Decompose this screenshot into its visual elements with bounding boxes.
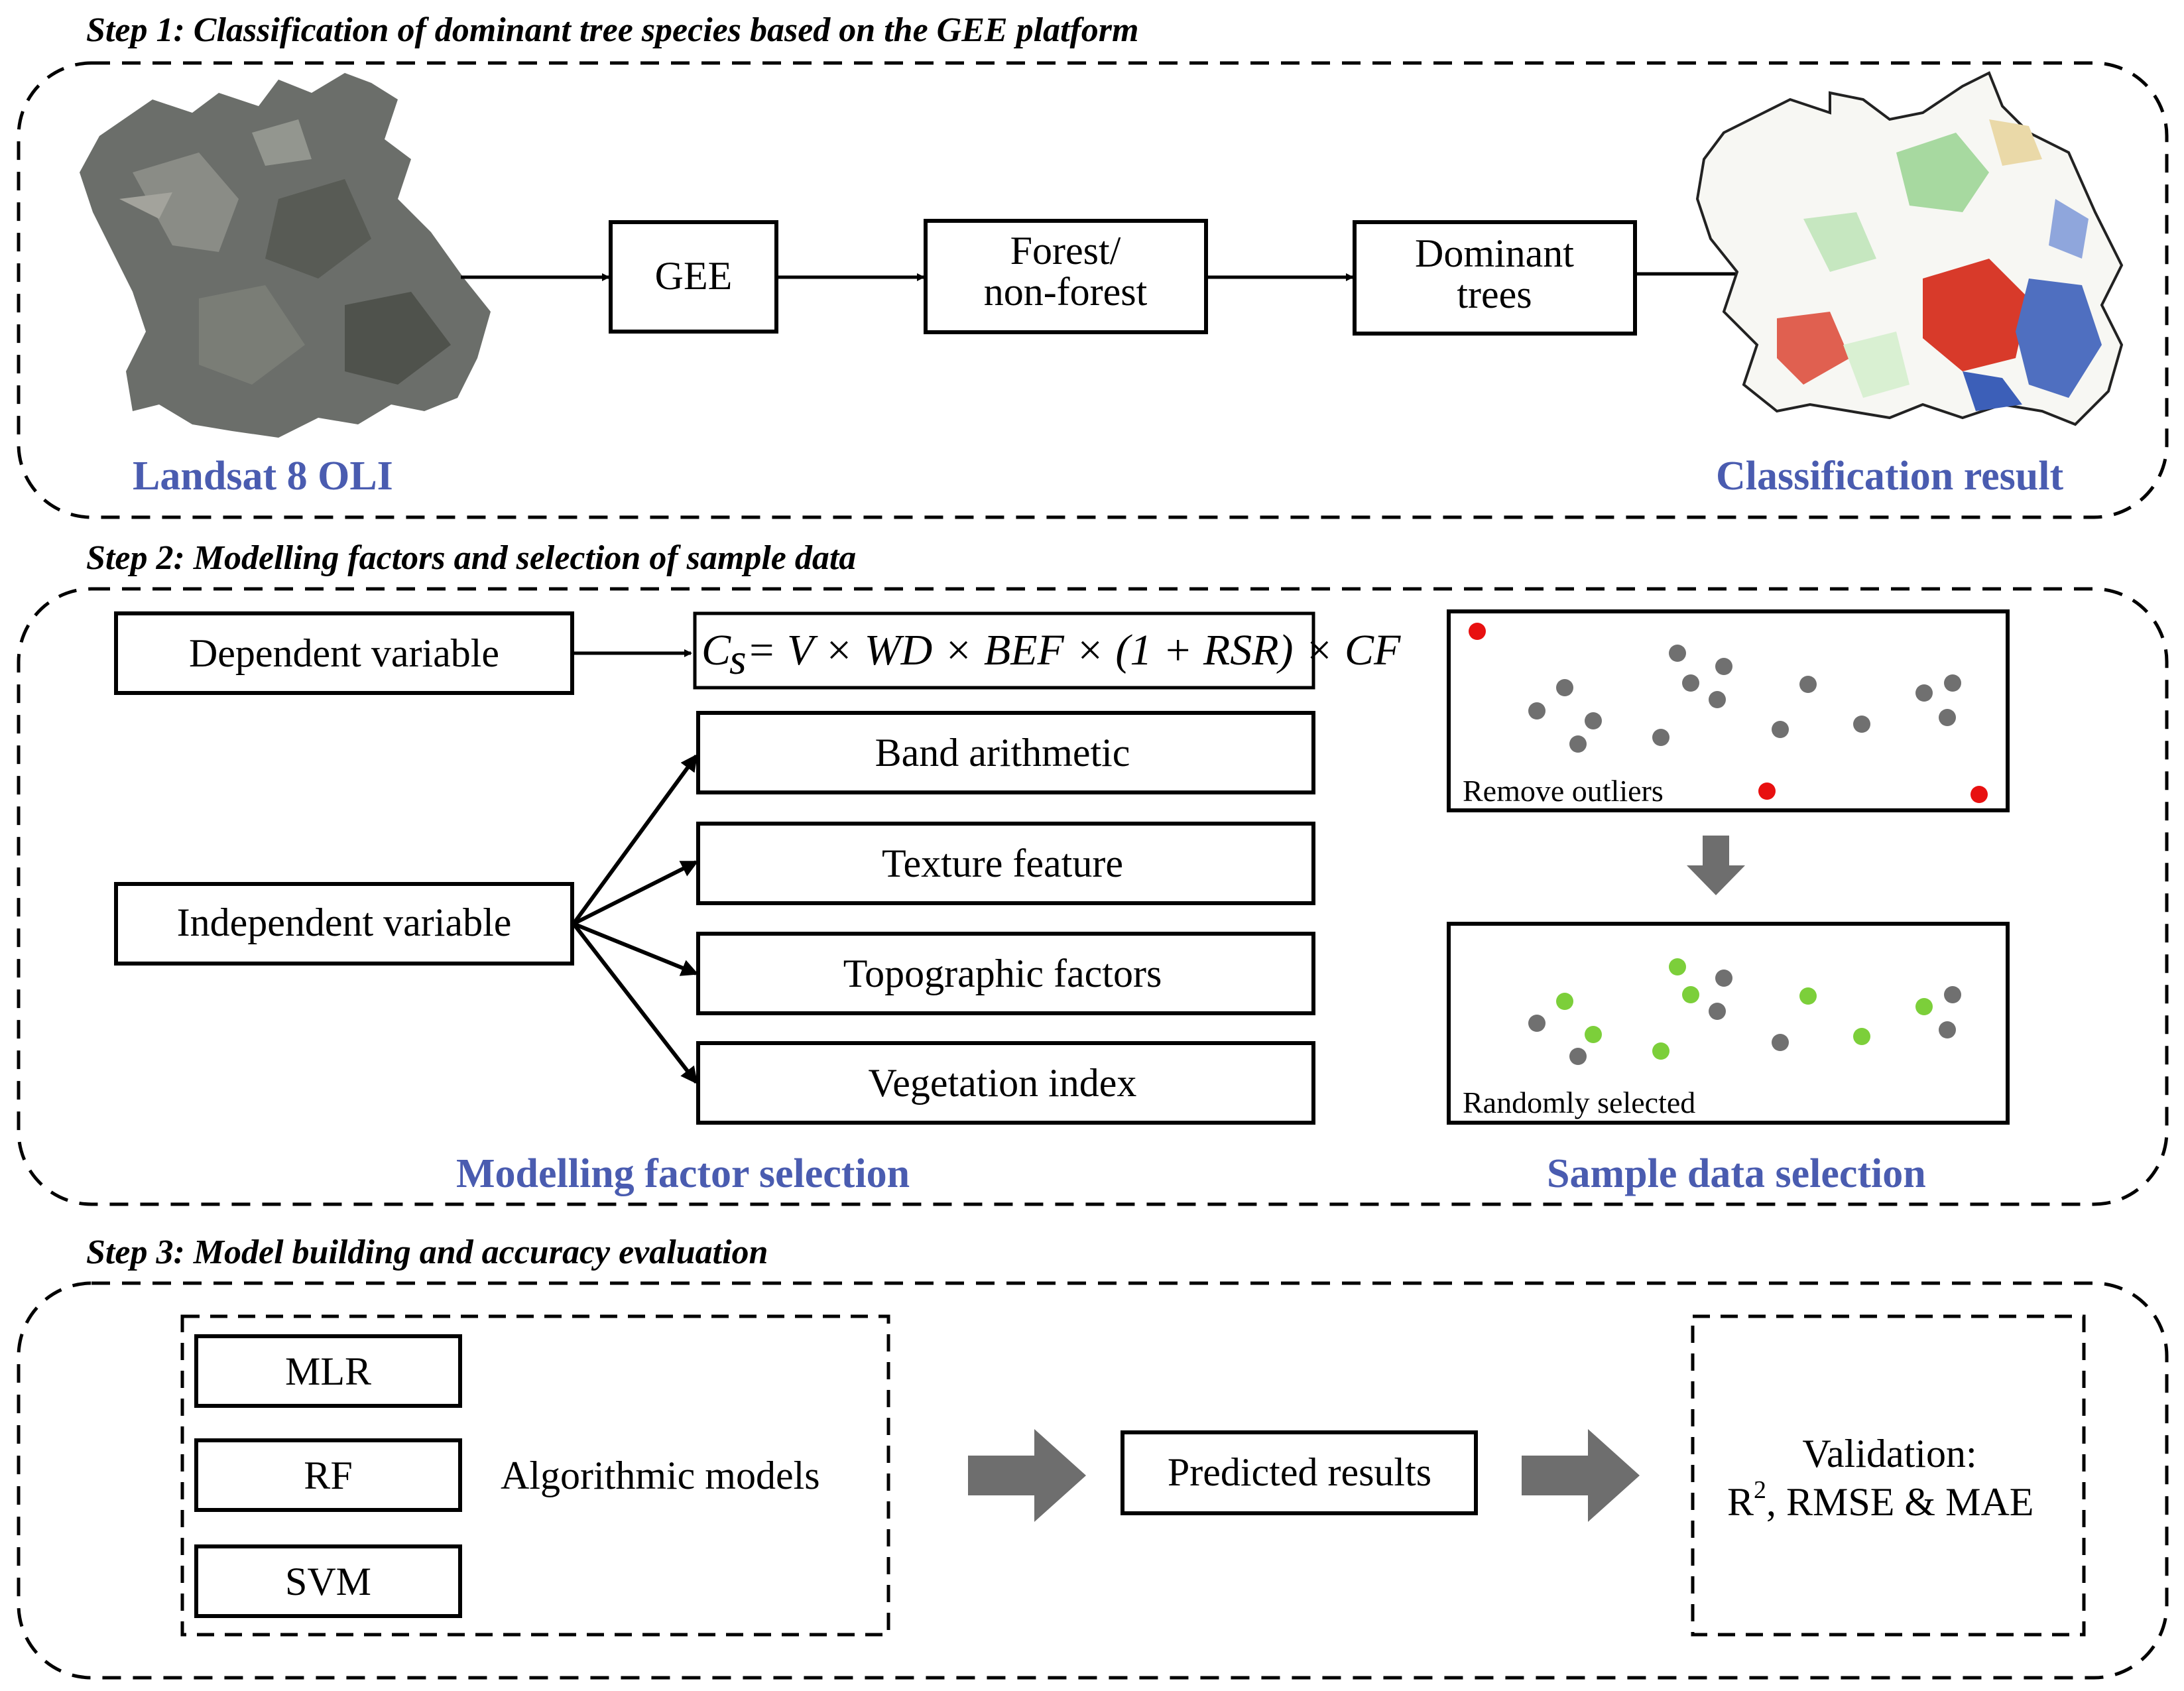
factor-band-arithmetic: Band arithmetic [875, 731, 1130, 775]
selected-point [1652, 1042, 1669, 1060]
predicted-results-box [1121, 1430, 1478, 1515]
factor-box-topographic [696, 932, 1315, 1015]
gee-label: GEE [655, 254, 733, 298]
validation-title: Validation: [1802, 1432, 1976, 1475]
dependent-variable-label: Dependent variable [189, 631, 499, 675]
step3-frame [17, 1281, 2169, 1680]
sample-data-caption: Sample data selection [1547, 1151, 1926, 1196]
sample-point [1569, 735, 1587, 753]
independent-variable-box [114, 882, 574, 966]
sample-point [1715, 970, 1732, 987]
model-box-mlr [194, 1334, 462, 1408]
sample-point [1682, 674, 1699, 692]
arrow-to-vegetation [572, 922, 698, 1085]
dominant-label-line2: trees [1457, 273, 1532, 316]
sample-point [1585, 712, 1602, 729]
selected-point [1556, 993, 1573, 1010]
randomly-selected-label: Randomly selected [1463, 1086, 1695, 1119]
random-selection-points [1528, 958, 1961, 1065]
down-arrow [1687, 836, 1745, 895]
algorithmic-models-label: Algorithmic models [501, 1454, 820, 1497]
sample-point [1715, 658, 1732, 675]
arrow-to-topographic [572, 922, 699, 976]
sample-point [1652, 729, 1669, 746]
factor-vegetation-index: Vegetation index [869, 1061, 1137, 1105]
classification-result-map [1695, 71, 2124, 426]
modelling-factor-caption: Modelling factor selection [456, 1151, 910, 1196]
validation-frame [1691, 1314, 2086, 1637]
forest-label-line1: Forest/ [1010, 229, 1121, 273]
sample-point [1528, 1015, 1546, 1032]
sample-point [1915, 684, 1933, 702]
formula-rhs: = V × WD × BEF × (1 + RSR) × CF [747, 626, 1401, 674]
step2-title: Step 2: Modelling factors and selection … [86, 539, 856, 577]
sample-point [1799, 676, 1817, 693]
classification-result-label: Classification result [1716, 454, 2063, 499]
forest-nonforest-box [924, 219, 1208, 334]
selected-point [1915, 998, 1933, 1015]
sample-point [1939, 709, 1956, 726]
formula-subscript: s [729, 635, 747, 684]
selected-point [1682, 986, 1699, 1003]
sample-point [1853, 716, 1870, 733]
landsat-label: Landsat 8 OLI [133, 454, 393, 499]
algorithmic-models-frame [180, 1314, 890, 1637]
formula-box [693, 611, 1315, 690]
outlier-point [1469, 623, 1486, 640]
dominant-trees-box [1353, 220, 1637, 336]
sample-point [1939, 1021, 1956, 1038]
selected-point [1853, 1028, 1870, 1045]
validation-r: R [1727, 1480, 1754, 1524]
sample-point [1944, 986, 1961, 1003]
sample-point [1772, 721, 1789, 738]
predicted-results-label: Predicted results [1168, 1450, 1431, 1494]
validation-r-superscript: 2 [1754, 1476, 1766, 1504]
sample-point [1944, 674, 1961, 692]
sample-point [1709, 691, 1726, 708]
dominant-label-line1: Dominant [1415, 231, 1574, 275]
step1-title: Step 1: Classification of dominant tree … [86, 11, 1138, 49]
step2-frame [17, 587, 2169, 1206]
outlier-point [1758, 783, 1776, 800]
model-mlr: MLR [285, 1349, 371, 1393]
factor-box-band [696, 711, 1315, 794]
sample-point [1556, 679, 1573, 696]
arrow-to-predicted [968, 1429, 1086, 1522]
factor-texture-feature: Texture feature [882, 842, 1123, 885]
sample-point [1669, 645, 1686, 662]
independent-variable-label: Independent variable [177, 901, 512, 944]
outlier-point [1971, 786, 1988, 803]
step3-title: Step 3: Model building and accuracy eval… [86, 1233, 768, 1271]
factor-box-vegetation [696, 1041, 1315, 1125]
factor-box-texture [696, 822, 1315, 905]
arrow-to-band-arithmetic [572, 753, 698, 925]
model-rf: RF [304, 1454, 352, 1497]
validation-metrics: R2, RMSE & MAE [1727, 1476, 2033, 1524]
model-box-rf [194, 1438, 462, 1512]
arrow-to-texture [572, 860, 699, 926]
sample-point [1772, 1034, 1789, 1051]
step1-frame [17, 61, 2169, 519]
selected-point [1669, 958, 1686, 975]
model-box-svm [194, 1544, 462, 1618]
arrow-to-validation [1522, 1429, 1640, 1522]
forest-label-line2: non-forest [984, 270, 1148, 314]
validation-rest: , RMSE & MAE [1766, 1480, 2033, 1524]
model-svm: SVM [285, 1560, 371, 1603]
sample-point [1528, 702, 1546, 720]
formula-lhs: C [701, 626, 731, 674]
factor-topographic: Topographic factors [843, 952, 1162, 995]
outliers-points [1469, 623, 1988, 803]
remove-outliers-label: Remove outliers [1463, 774, 1664, 808]
landsat-satellite-image [80, 73, 491, 438]
selected-point [1799, 987, 1817, 1005]
selected-point [1585, 1026, 1602, 1043]
sample-point [1709, 1003, 1726, 1020]
sample-point [1569, 1048, 1587, 1065]
